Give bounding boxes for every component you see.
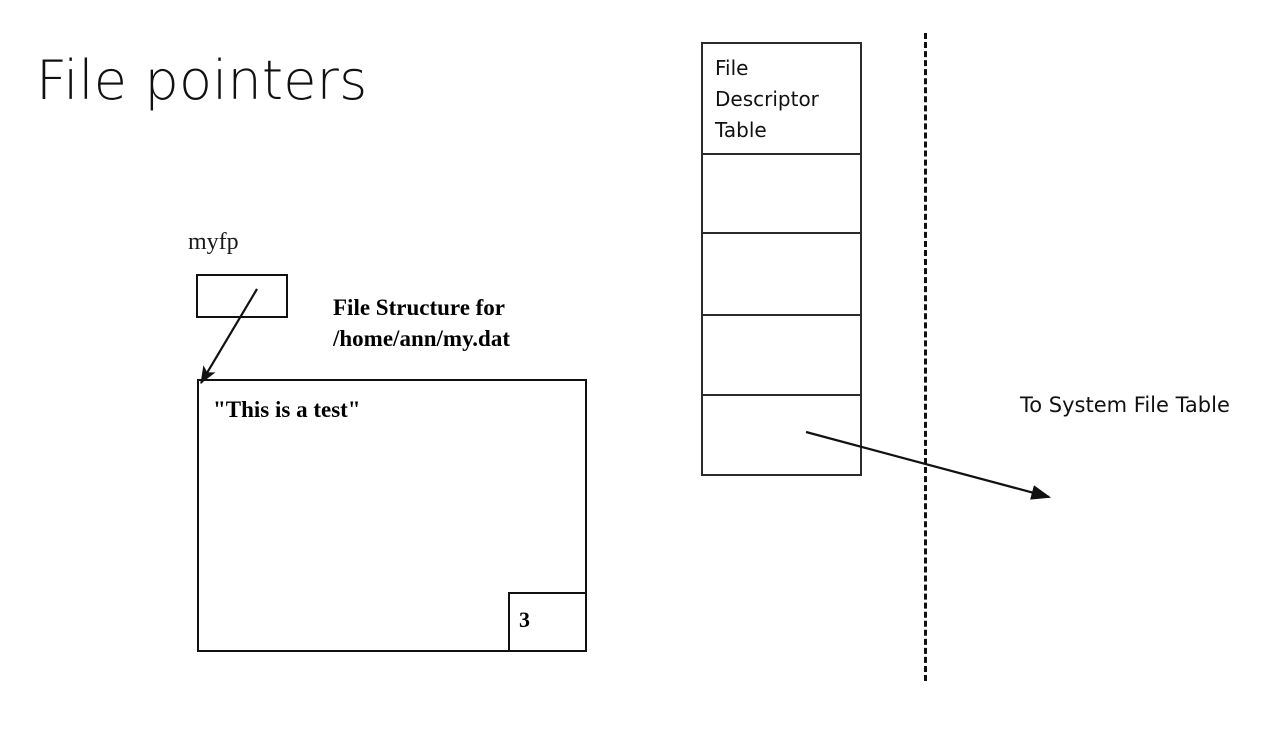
file-descriptor-field-value: 3 [519, 607, 530, 632]
fd-table-row-0: File Descriptor Table [703, 44, 860, 155]
file-descriptor-table: File Descriptor Table [701, 42, 862, 476]
fd-table-row-3 [703, 316, 860, 396]
file-structure-caption: File Structure for /home/ann/my.dat [333, 292, 510, 354]
file-structure-caption-line-1: File Structure for [333, 295, 506, 320]
fd-table-title-line-1: File [715, 56, 749, 80]
file-descriptor-field-box [508, 592, 587, 652]
fd-table-title-line-3: Table [715, 118, 767, 142]
page-title: File pointers [36, 49, 368, 112]
kernel-boundary-dashed-line [924, 33, 927, 681]
myfp-label: myfp [188, 229, 239, 255]
fd-table-title-line-2: Descriptor [715, 87, 819, 111]
to-system-file-table-label: To System File Table [1020, 393, 1230, 417]
fd-table-row-2 [703, 234, 860, 316]
myfp-pointer-box [196, 274, 288, 318]
fd-table-row-1 [703, 155, 860, 234]
fd-table-title: File Descriptor Table [703, 44, 860, 146]
fd-table-row-4 [703, 396, 860, 474]
file-structure-caption-line-2: /home/ann/my.dat [333, 326, 511, 351]
file-buffer-text: "This is a test" [213, 397, 361, 422]
